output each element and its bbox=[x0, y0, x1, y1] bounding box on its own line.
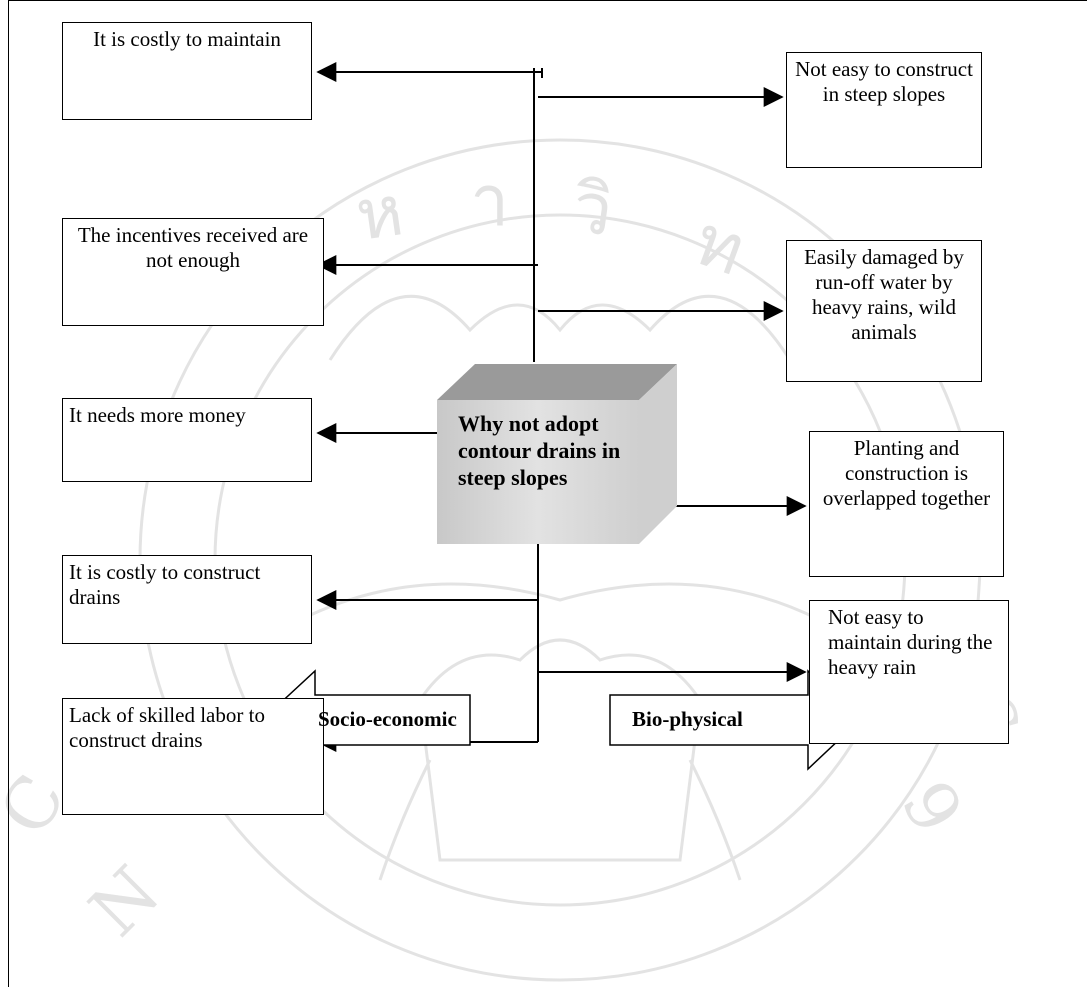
center-question-label: Why not adopt contour drains in steep sl… bbox=[458, 411, 621, 490]
svg-text:ห: ห bbox=[351, 169, 408, 257]
reason-text: Lack of skilled labor to construct drain… bbox=[69, 703, 265, 752]
bio-physical-label: Bio-physical bbox=[632, 707, 743, 731]
center-cube bbox=[437, 364, 677, 544]
reason-text: Not easy to maintain during the heavy ra… bbox=[828, 605, 993, 679]
socio-economic-label: Socio-economic bbox=[318, 707, 457, 731]
reason-text: It needs more money bbox=[69, 403, 246, 427]
reason-box-planting-overlap: Planting and construction is overlapped … bbox=[809, 431, 1004, 577]
diagram-frame bbox=[8, 0, 1087, 987]
reason-box-costly-construct: It is costly to construct drains bbox=[62, 555, 312, 644]
reason-box-skilled-labor: Lack of skilled labor to construct drain… bbox=[62, 698, 324, 815]
reason-text: The incentives received are not enough bbox=[77, 223, 309, 272]
reason-text: Easily damaged by run-off water by heavy… bbox=[804, 245, 964, 344]
reason-text: Not easy to construct in steep slopes bbox=[795, 57, 973, 106]
reason-text: Planting and construction is overlapped … bbox=[822, 436, 991, 510]
svg-text:า: า bbox=[470, 160, 509, 242]
reason-box-easily-damaged: Easily damaged by run-off water by heavy… bbox=[786, 240, 982, 382]
reason-text: It is costly to construct drains bbox=[69, 560, 261, 609]
reason-box-costly-maintain: It is costly to maintain bbox=[62, 22, 312, 120]
bio-physical-arrow bbox=[609, 669, 862, 771]
reason-text: It is costly to maintain bbox=[93, 27, 281, 51]
reason-box-more-money: It needs more money bbox=[62, 398, 312, 482]
reason-box-incentives: The incentives received are not enough bbox=[62, 218, 324, 326]
reason-box-not-easy-construct: Not easy to construct in steep slopes bbox=[786, 52, 982, 168]
reason-box-not-easy-maintain: Not easy to maintain during the heavy ra… bbox=[809, 600, 1009, 744]
